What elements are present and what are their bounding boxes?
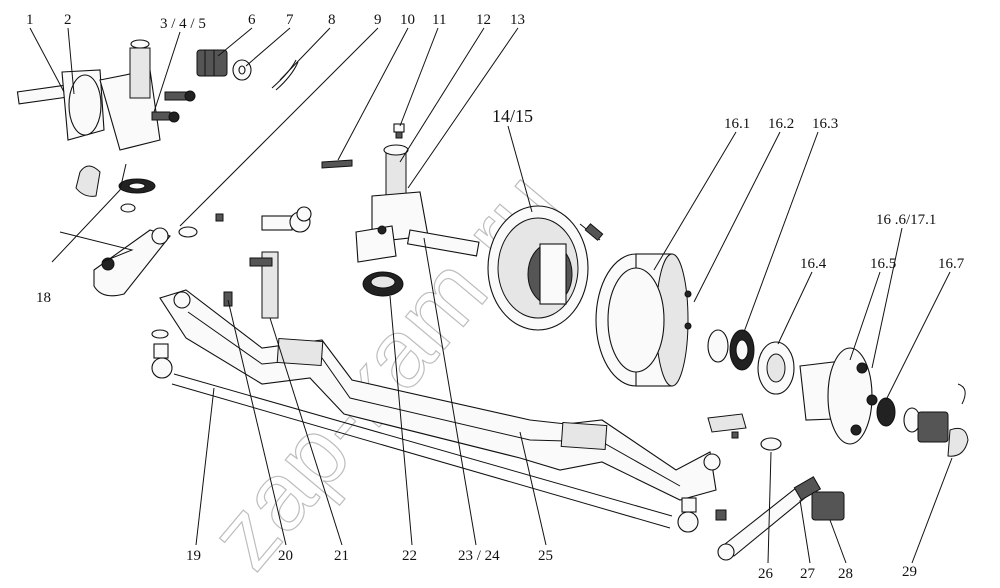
- label-1: 1: [26, 12, 34, 28]
- part-grease-fitting: [223, 291, 233, 307]
- part-key: [321, 159, 353, 169]
- label-9: 9: [374, 12, 382, 28]
- part-bearing-left: [118, 178, 156, 213]
- part-steering-knuckle-left: [16, 39, 196, 151]
- part-drop-arm: [715, 476, 822, 561]
- label-23-24: 23 / 24: [458, 548, 500, 564]
- label-11: 11: [432, 12, 446, 28]
- label-7: 7: [286, 12, 294, 28]
- label-26: 26: [758, 566, 774, 582]
- label-13: 13: [510, 12, 525, 28]
- part-hub-cap-left: [75, 165, 101, 197]
- part-hub-seals: [876, 397, 949, 443]
- label-16-2: 16.2: [768, 116, 794, 132]
- part-labels: 1 2 3 / 4 / 5 6 7 8 9 10 11 12 13 14/15 …: [26, 12, 965, 582]
- part-tie-rod: [151, 329, 699, 533]
- label-18: 18: [36, 290, 51, 306]
- label-8: 8: [328, 12, 336, 28]
- label-25: 25: [538, 548, 553, 564]
- label-27: 27: [800, 566, 816, 582]
- part-seal-ring: [362, 271, 404, 297]
- part-steering-arm: [93, 213, 224, 297]
- part-castle-nut-28: [811, 491, 845, 521]
- label-6: 6: [248, 12, 256, 28]
- part-steering-knuckle-right: [355, 144, 480, 263]
- label-28: 28: [838, 566, 853, 582]
- label-16-4: 16.4: [800, 256, 827, 272]
- part-bearing-16-4: [757, 341, 795, 395]
- label-16-7: 16.7: [938, 256, 965, 272]
- label-12: 12: [476, 12, 491, 28]
- label-29: 29: [902, 564, 917, 580]
- label-21: 21: [334, 548, 349, 564]
- part-brake-drum: [595, 253, 692, 387]
- part-tab-washer: [707, 413, 747, 439]
- part-brake-assembly: [487, 205, 604, 331]
- label-16-6-17-1: 16 .6/17.1: [876, 212, 936, 228]
- label-2: 2: [64, 12, 72, 28]
- label-19: 19: [186, 548, 201, 564]
- part-ball-joint: [249, 206, 312, 319]
- part-o-ring: [760, 437, 782, 451]
- label-20: 20: [278, 548, 293, 564]
- label-14-15: 14/15: [492, 106, 533, 126]
- label-16-5: 16.5: [870, 256, 896, 272]
- part-bolt-11: [393, 123, 405, 139]
- part-bearing-16-2: [707, 329, 755, 371]
- label-3-4-5: 3 / 4 / 5: [160, 16, 206, 32]
- label-16-3: 16.3: [812, 116, 838, 132]
- part-castle-nut: [196, 49, 228, 77]
- label-16-1: 16.1: [724, 116, 750, 132]
- label-10: 10: [400, 12, 415, 28]
- label-22: 22: [402, 548, 417, 564]
- leader-lines: [29, 27, 953, 564]
- part-cotter-pin-right: [957, 383, 966, 405]
- part-hub-cap-right: [947, 427, 969, 457]
- part-washer: [232, 59, 252, 81]
- part-wheel-hub: [799, 347, 878, 445]
- part-front-axle-beam: [159, 289, 721, 501]
